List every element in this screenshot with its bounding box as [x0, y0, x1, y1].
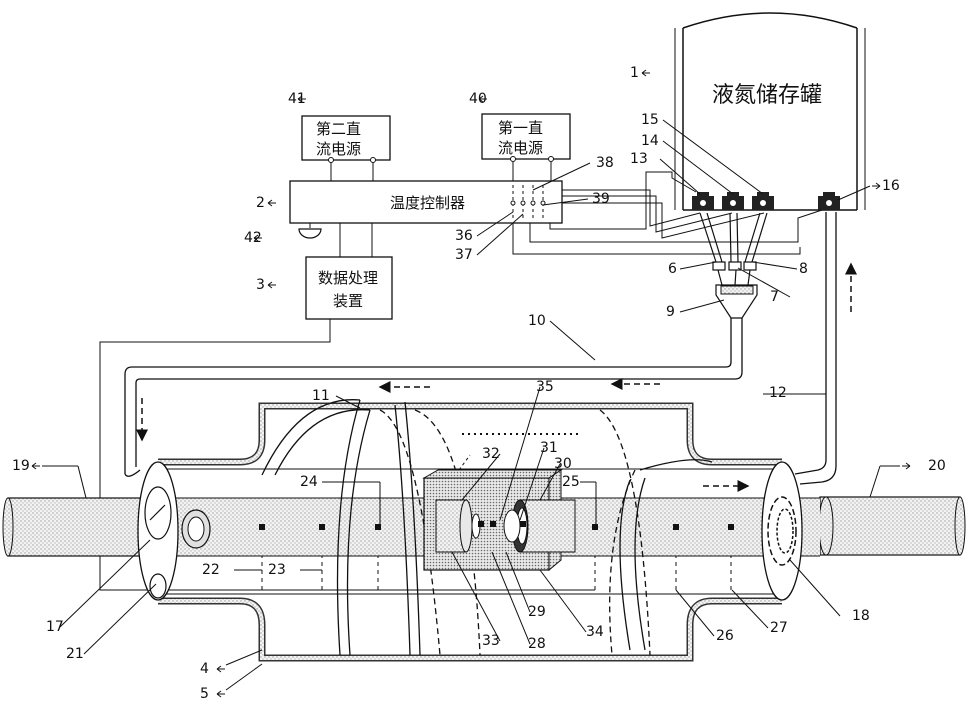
callout-13: 13 [630, 151, 648, 167]
callout-28: 28 [528, 636, 546, 652]
callout-20: 20 [928, 458, 946, 474]
alarm-42 [299, 223, 321, 238]
callout-25: 25 [562, 474, 580, 490]
callout-24: 24 [300, 474, 318, 490]
callout-3: 3 [256, 277, 265, 293]
callout-34: 34 [586, 624, 604, 640]
callout-19: 19 [12, 458, 30, 474]
callout-12: 12 [769, 385, 787, 401]
dp-label-2: 装置 [333, 292, 363, 310]
callout-7: 7 [770, 289, 779, 305]
callout-9: 9 [666, 304, 675, 320]
controller-label: 温度控制器 [390, 194, 465, 212]
callout-38: 38 [596, 155, 614, 171]
callout-26: 26 [716, 628, 734, 644]
callout-11: 11 [312, 388, 330, 404]
callout-8: 8 [799, 261, 808, 277]
psu1-label-1: 第一直 [498, 119, 543, 137]
callout-31: 31 [540, 440, 558, 456]
callout-10: 10 [528, 313, 546, 329]
callout-37: 37 [455, 247, 473, 263]
branch-pipes [700, 213, 767, 285]
callout-17: 17 [46, 619, 64, 635]
callout-18: 18 [852, 608, 870, 624]
callout-23: 23 [268, 562, 286, 578]
callout-6: 6 [668, 261, 677, 277]
valve-14 [722, 192, 744, 210]
valve-16 [818, 192, 840, 210]
callout-36: 36 [455, 228, 473, 244]
data-processing-device: 数据处理 装置 [306, 223, 392, 319]
callouts: 1 2 3 4 5 6 7 8 9 10 11 12 13 14 15 16 1… [12, 65, 946, 702]
callout-4: 4 [200, 661, 209, 677]
valve-15 [752, 192, 774, 210]
callout-15: 15 [641, 112, 659, 128]
psu2-label-2: 流电源 [316, 140, 361, 158]
pipe-12 [795, 212, 836, 484]
temperature-controller: 温度控制器 [290, 181, 562, 223]
callout-5: 5 [200, 686, 209, 702]
psu2-label-1: 第二直 [316, 120, 361, 138]
tank-label: 液氮储存罐 [712, 83, 822, 108]
callout-27: 27 [770, 620, 788, 636]
callout-21: 21 [66, 646, 84, 662]
callout-1: 1 [630, 65, 639, 81]
callout-32: 32 [482, 446, 500, 462]
callout-29: 29 [528, 604, 546, 620]
callout-2: 2 [256, 195, 265, 211]
dc-power-supply-2: 第二直 流电源 [302, 116, 390, 181]
liquid-nitrogen-tank: 液氮储存罐 [675, 13, 865, 210]
psu1-label-2: 流电源 [498, 139, 543, 157]
callout-14: 14 [641, 133, 659, 149]
callout-39: 39 [592, 191, 610, 207]
manifold-9 [716, 285, 757, 318]
dc-power-supply-1: 第一直 流电源 [482, 114, 570, 181]
valve-13 [692, 192, 714, 210]
callout-22: 22 [202, 562, 220, 578]
callout-16: 16 [882, 178, 900, 194]
dp-label-1: 数据处理 [318, 269, 378, 287]
